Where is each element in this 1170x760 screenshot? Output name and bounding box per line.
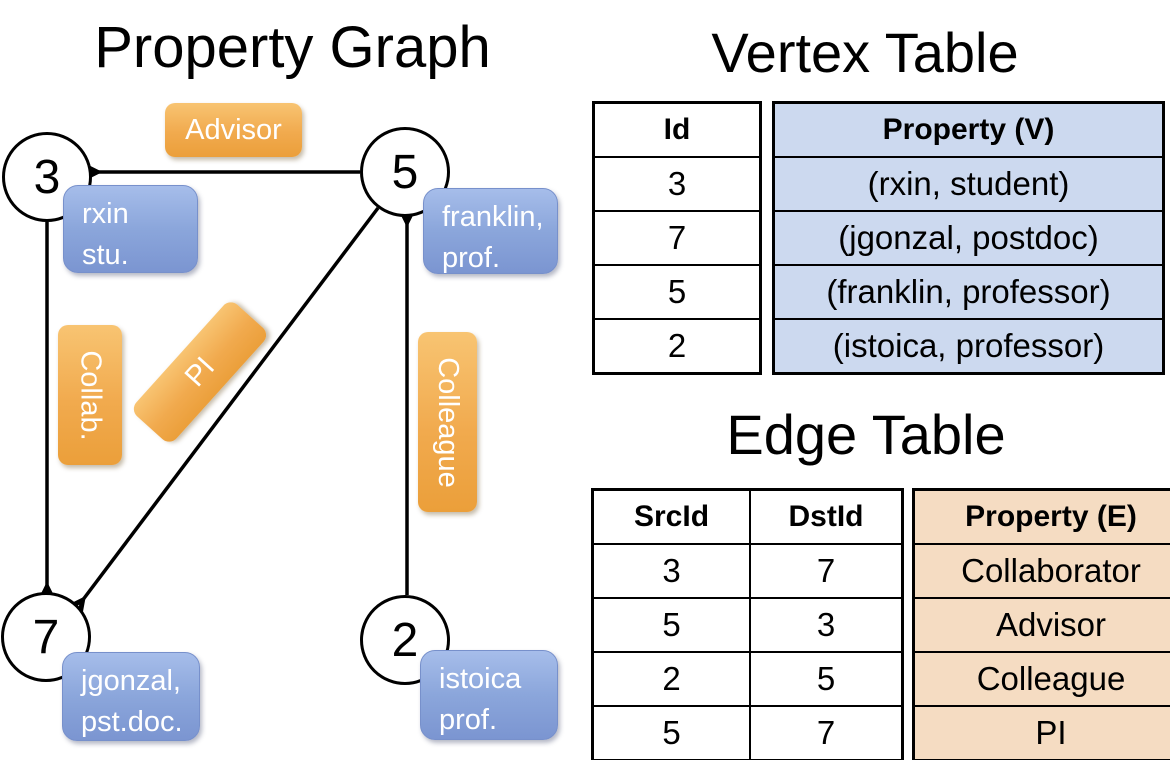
- vertex-property-cell: (istoica, professor): [772, 318, 1165, 375]
- vertex-property-column-table: Property (V) (rxin, student) (jgonzal, p…: [772, 101, 1165, 375]
- table-row: PI: [912, 705, 1170, 760]
- table-row: 3 7: [591, 543, 904, 599]
- table-row: 5 7: [591, 705, 904, 760]
- table-row: (franklin, professor): [772, 264, 1165, 320]
- table-row: Colleague: [912, 651, 1170, 707]
- edge-dstid-header: DstId: [749, 488, 904, 545]
- edge-pi-5-to-7: [82, 206, 380, 601]
- edge-label-text: Advisor: [185, 113, 282, 146]
- edge-property-cell: Advisor: [912, 597, 1170, 653]
- edge-property-cell: PI: [912, 705, 1170, 760]
- property-graph-title: Property Graph: [94, 15, 491, 80]
- table-row: (jgonzal, postdoc): [772, 210, 1165, 266]
- table-header-row: Property (V): [772, 101, 1165, 158]
- vertex-id-cell: 7: [592, 210, 762, 266]
- graph-edges-canvas: [0, 0, 585, 760]
- table-row: (rxin, student): [772, 156, 1165, 212]
- node-id-label: 5: [391, 145, 419, 199]
- table-row: 2 5: [591, 651, 904, 707]
- edge-property-header: Property (E): [912, 488, 1170, 545]
- edge-srcid-cell: 2: [591, 651, 751, 707]
- vertex-property-box-7: jgonzal, pst.doc.: [62, 652, 200, 741]
- table-row: 5: [592, 264, 762, 320]
- edge-property-cell: Colleague: [912, 651, 1170, 707]
- edge-property-column-table: Property (E) Collaborator Advisor Collea…: [912, 488, 1170, 760]
- node-id-label: 2: [391, 613, 419, 667]
- vertex-id-cell: 3: [592, 156, 762, 212]
- vertex-property-cell: (franklin, professor): [772, 264, 1165, 320]
- vertex-table: Id 3 7 5 2 Property (V) (rxin, student) …: [592, 101, 1165, 375]
- vertex-property-line: pst.doc.: [81, 706, 183, 739]
- table-header-row: Id: [592, 101, 762, 158]
- vertex-property-line: prof.: [439, 704, 498, 737]
- vertex-property-line: stu.: [82, 239, 129, 272]
- vertex-table-title: Vertex Table: [711, 21, 1019, 84]
- edge-label-text: PI: [178, 350, 221, 393]
- table-header-row: Property (E): [912, 488, 1170, 545]
- edge-label-collab: Collab.: [58, 325, 122, 465]
- edge-id-columns-table: SrcId DstId 3 7 5 3 2 5 5 7: [591, 488, 904, 760]
- vertex-property-line: istoica: [439, 663, 522, 695]
- edge-label-text: Colleague: [432, 356, 465, 488]
- vertex-property-box-3: rxin stu.: [63, 185, 198, 273]
- vertex-id-column-table: Id 3 7 5 2: [592, 101, 762, 375]
- node-id-label: 3: [33, 150, 61, 204]
- vertex-property-line: jgonzal,: [81, 665, 181, 697]
- table-row: Advisor: [912, 597, 1170, 653]
- edge-srcid-header: SrcId: [591, 488, 751, 545]
- edge-table-title: Edge Table: [726, 403, 1006, 466]
- vertex-property-line: franklin,: [442, 201, 544, 233]
- vertex-property-box-2: istoica prof.: [420, 650, 558, 740]
- vertex-property-box-5: franklin, prof.: [423, 188, 558, 274]
- edge-srcid-cell: 3: [591, 543, 751, 599]
- edge-table: SrcId DstId 3 7 5 3 2 5 5 7 Property (E): [591, 488, 1170, 760]
- table-row: (istoica, professor): [772, 318, 1165, 375]
- vertex-id-cell: 5: [592, 264, 762, 320]
- edge-dstid-cell: 7: [749, 543, 904, 599]
- table-row: 2: [592, 318, 762, 375]
- table-row: Collaborator: [912, 543, 1170, 599]
- table-row: 7: [592, 210, 762, 266]
- edge-srcid-cell: 5: [591, 705, 751, 760]
- vertex-property-cell: (rxin, student): [772, 156, 1165, 212]
- edge-label-text: Collab.: [74, 349, 107, 441]
- vertex-property-header: Property (V): [772, 101, 1165, 158]
- vertex-id-cell: 2: [592, 318, 762, 375]
- vertex-property-cell: (jgonzal, postdoc): [772, 210, 1165, 266]
- edge-label-advisor: Advisor: [165, 103, 302, 157]
- edge-srcid-cell: 5: [591, 597, 751, 653]
- graph-node-2: 2: [360, 595, 450, 685]
- edge-dstid-cell: 3: [749, 597, 904, 653]
- node-id-label: 7: [32, 610, 60, 664]
- table-header-row: SrcId DstId: [591, 488, 904, 545]
- vertex-id-header: Id: [592, 101, 762, 158]
- table-row: 5 3: [591, 597, 904, 653]
- edge-label-colleague: Colleague: [418, 332, 477, 512]
- edge-dstid-cell: 7: [749, 705, 904, 760]
- edge-property-cell: Collaborator: [912, 543, 1170, 599]
- vertex-property-line: prof.: [442, 242, 501, 275]
- vertex-property-line: rxin: [82, 198, 129, 230]
- table-row: 3: [592, 156, 762, 212]
- edge-dstid-cell: 5: [749, 651, 904, 707]
